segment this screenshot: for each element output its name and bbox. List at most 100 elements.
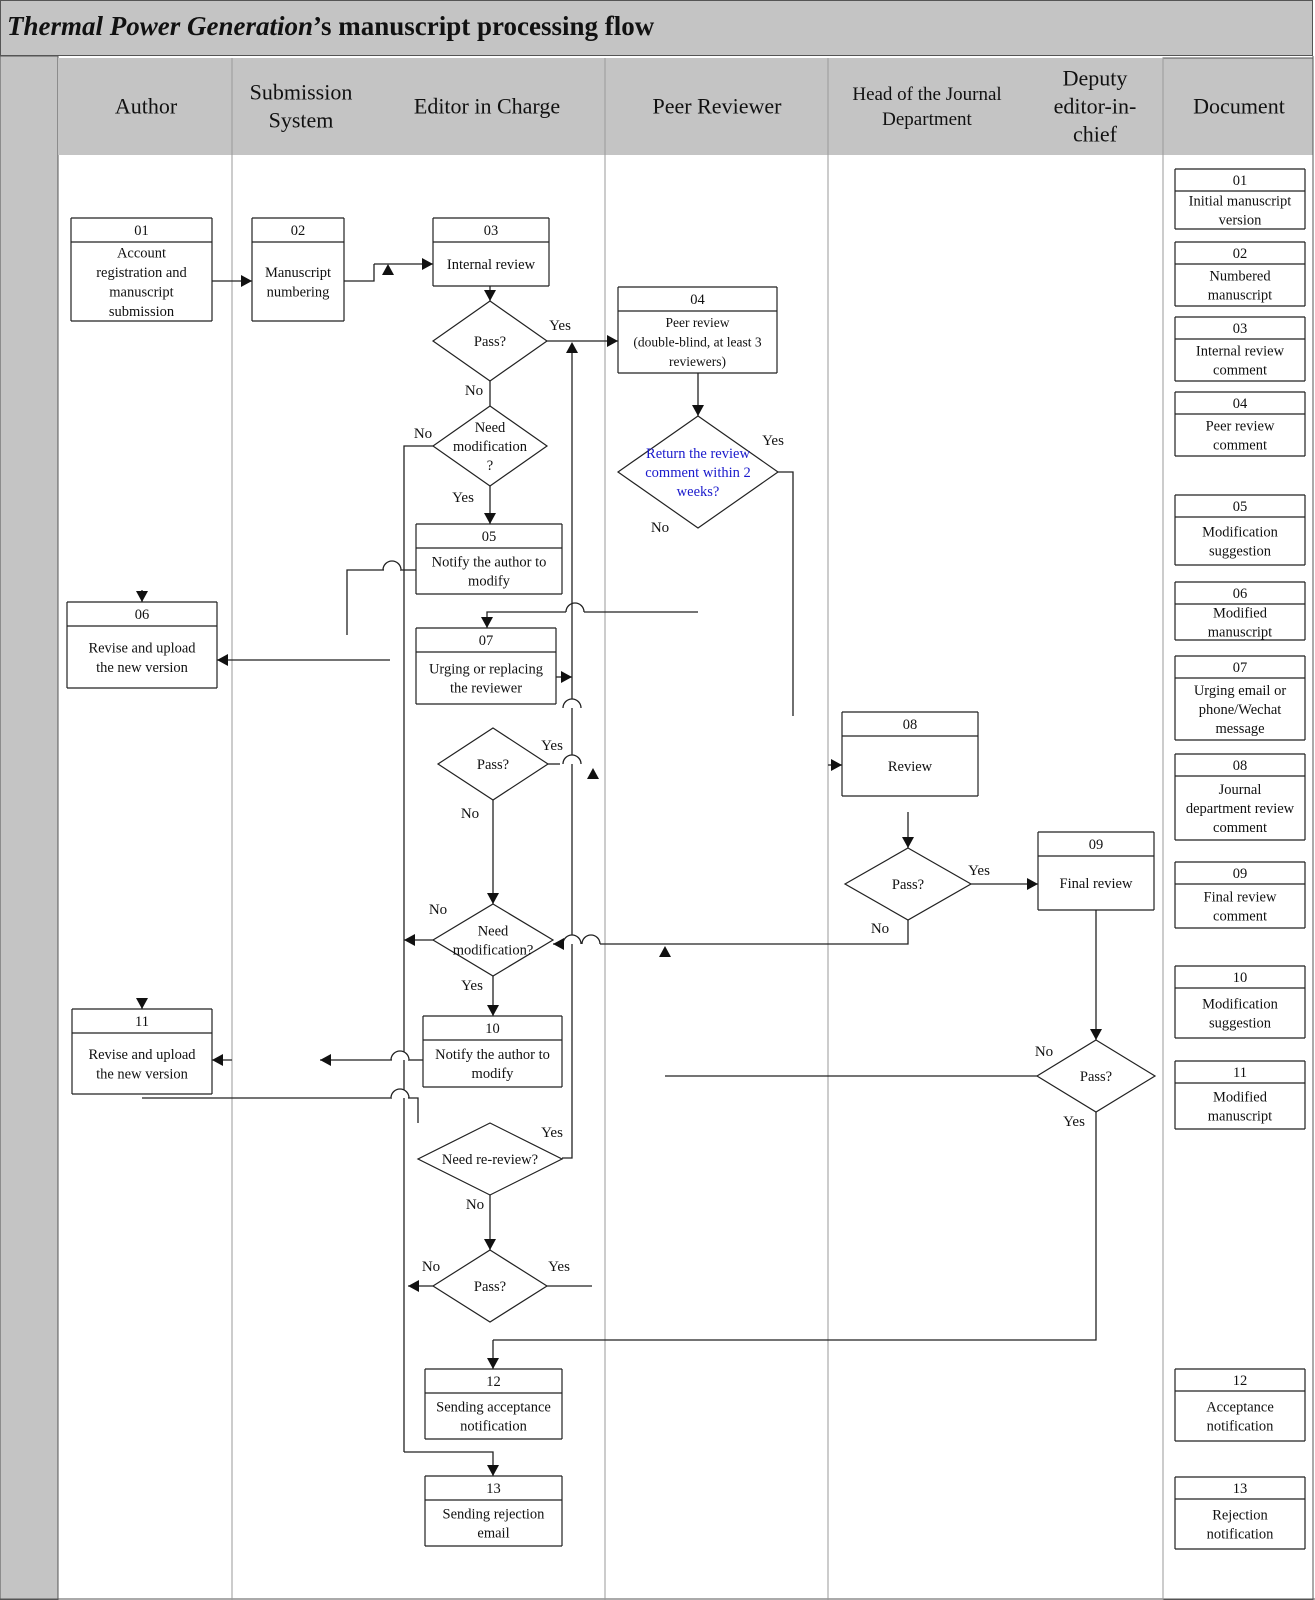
process-box-01-label-line: manuscript	[109, 284, 173, 300]
process-box-10-number: 10	[485, 1021, 500, 1037]
process-box-12-label-line: Sending acceptance	[436, 1400, 551, 1416]
branch-label-l14: Yes	[1063, 1114, 1085, 1130]
arrow-head	[136, 591, 148, 602]
document-10-label-line: Modification	[1202, 997, 1278, 1013]
process-box-09-label-line: Final review	[1060, 876, 1133, 892]
document-13-bg	[1175, 1477, 1305, 1549]
crossing-hop	[562, 754, 582, 765]
process-box-13-bg	[425, 1476, 562, 1546]
document-04-label-line: comment	[1213, 438, 1267, 454]
arrow-head	[212, 1054, 223, 1066]
document-07-bg	[1175, 656, 1305, 740]
arrow-head	[561, 671, 572, 683]
document-11-label-line: Modified	[1213, 1090, 1268, 1106]
process-box-05-number: 05	[482, 529, 497, 545]
arrow-head	[404, 934, 415, 946]
decision-d2-label-line: ?	[487, 458, 493, 474]
branch-label-l6: No	[651, 520, 669, 536]
document-04-bg	[1175, 392, 1305, 456]
process-box-07-number: 07	[479, 633, 494, 649]
arrow-head	[484, 290, 496, 301]
decision-d6-label-line: Pass?	[892, 877, 924, 893]
arrow-head	[241, 275, 252, 287]
arrow-head	[1027, 878, 1038, 890]
document-10-bg	[1175, 966, 1305, 1038]
branch-label-l11: Yes	[968, 863, 990, 879]
document-04-label-line: Peer review	[1206, 419, 1275, 435]
document-09-number: 09	[1233, 866, 1248, 882]
decision-d3-label-line: weeks?	[677, 484, 720, 500]
branch-label-l16: No	[466, 1197, 484, 1213]
process-box-13-number: 13	[486, 1481, 501, 1497]
arrow-head	[217, 654, 228, 666]
arrow-head	[487, 1005, 499, 1016]
document-07-label-line: Urging email or	[1194, 683, 1287, 699]
arrow-head	[659, 946, 671, 957]
process-box-13-label-line: Sending rejection	[443, 1507, 546, 1523]
process-box-10-label-line: Notify the author to	[435, 1047, 550, 1063]
process-box-04-bg	[618, 287, 777, 373]
arrow-head	[587, 768, 599, 779]
document-04-number: 04	[1233, 396, 1248, 412]
branch-label-l15: Yes	[541, 1125, 563, 1141]
branch-label-l8: No	[461, 806, 479, 822]
document-02-number: 02	[1233, 246, 1248, 262]
process-box-06-label-line: the new version	[96, 660, 189, 676]
arrow-head	[902, 837, 914, 848]
lane-header-head-line: Department	[882, 109, 972, 130]
document-05-label-line: suggestion	[1209, 544, 1272, 560]
branch-label-l10: Yes	[461, 978, 483, 994]
document-11-number: 11	[1233, 1065, 1247, 1081]
document-07-label-line: message	[1215, 721, 1264, 737]
document-08-label-line: department review	[1186, 801, 1295, 817]
title-suffix: ’s manuscript processing flow	[313, 11, 655, 41]
process-box-11-bg	[72, 1009, 212, 1094]
branch-label-l1: Yes	[549, 318, 571, 334]
lane-header-editor-line: Editor in Charge	[414, 94, 560, 119]
crossing-hop	[565, 602, 585, 613]
decision-d2-label-line: Need	[475, 420, 506, 436]
document-09-label-line: Final review	[1204, 890, 1277, 906]
process-box-06-label-line: Revise and upload	[88, 640, 196, 656]
lane-header-deputy-line: editor-in-	[1054, 94, 1137, 119]
flow-11-to-rereview	[408, 1097, 419, 1123]
process-box-04-number: 04	[690, 292, 705, 308]
document-02-label-line: manuscript	[1208, 288, 1272, 304]
arrow-head	[487, 893, 499, 904]
process-box-07-bg	[416, 628, 556, 704]
document-06-bg	[1175, 582, 1305, 640]
process-box-12-label-line: notification	[460, 1419, 528, 1435]
process-box-11-label-line: Revise and upload	[88, 1047, 196, 1063]
process-box-04-label-line: (double-blind, at least 3	[633, 335, 761, 350]
document-08-label-line: Journal	[1219, 782, 1262, 798]
document-03-label-line: comment	[1213, 363, 1267, 379]
process-box-10-label-line: modify	[472, 1066, 515, 1082]
document-07-number: 07	[1233, 660, 1248, 676]
arrow-head	[382, 264, 394, 275]
crossing-hop	[562, 934, 582, 945]
process-box-11-number: 11	[135, 1014, 149, 1030]
document-05-bg	[1175, 495, 1305, 565]
flow-to-07	[486, 611, 566, 628]
arrow-head	[1090, 1029, 1102, 1040]
document-09-bg	[1175, 862, 1305, 928]
flow-head-no-to-need2	[600, 920, 909, 945]
document-06-number: 06	[1233, 586, 1248, 602]
diagram-title: Thermal Power Generation’s manuscript pr…	[7, 11, 654, 42]
document-09-label-line: comment	[1213, 909, 1267, 925]
decision-d1-label-line: Pass?	[474, 334, 506, 350]
process-box-04-label-line: Peer review	[665, 315, 729, 330]
decision-d5-label-line: Need	[478, 924, 509, 940]
lane-header-document-line: Document	[1193, 94, 1285, 119]
arrow-head	[484, 513, 496, 524]
process-box-11-label-line: the new version	[96, 1066, 189, 1082]
branch-label-l3: No	[414, 426, 432, 442]
process-box-02-bg	[252, 218, 344, 321]
flow-02-to-03	[344, 264, 375, 282]
document-01-bg	[1175, 169, 1305, 229]
flow-05-to-author	[346, 569, 384, 635]
document-05-number: 05	[1233, 499, 1248, 515]
decision-d9-diamond	[431, 1249, 549, 1323]
flow-need-no-left	[403, 445, 433, 1452]
